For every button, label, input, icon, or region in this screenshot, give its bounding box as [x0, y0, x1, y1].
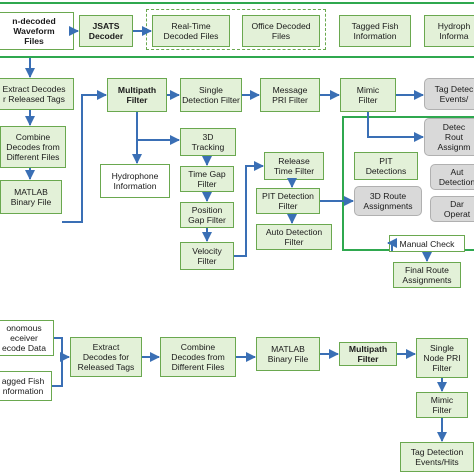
message-pri-filter-box: Message PRI Filter	[260, 78, 320, 112]
hydrophone-information-box: Hydrophone Information	[100, 164, 170, 198]
extract-decodes-box: Extract Decodes r Released Tags	[0, 78, 74, 110]
3d-route-assignments-box: 3D Route Assignments	[354, 186, 422, 216]
position-gap-filter-box: Position Gap Filter	[180, 202, 234, 228]
tagged-fish-information-box: agged Fish nformation	[0, 371, 52, 401]
3d-tracking-box: 3D Tracking	[180, 128, 236, 156]
matlab-binary-file-box: MATLAB Binary File	[256, 337, 320, 371]
auto-detection-filter-box: Auto Detection Filter	[256, 224, 332, 250]
pit-detection-filter-box: PIT Detection Filter	[256, 188, 320, 214]
arrow-auto-extract	[54, 337, 70, 362]
undecoded-waveform-files: n-decoded Waveform Files	[0, 12, 74, 50]
mimic-filter-2-box: Mimic Filter	[416, 392, 468, 418]
dam-operations-box: Dar Operat	[430, 196, 474, 222]
arrow-frame-manual	[387, 238, 397, 251]
velocity-filter-box: Velocity Filter	[180, 242, 234, 270]
tag-detection-events-box: Tag Detec Events/	[424, 78, 474, 110]
office-decoded-files: Office Decoded Files	[242, 15, 320, 47]
multipath-filter-box: Multipath Filter	[107, 78, 167, 112]
multipath-filter-2-box: Multipath Filter	[339, 342, 397, 366]
arrow-mimic-detectroute	[367, 112, 424, 142]
single-node-pri-filter-box: Single Node PRI Filter	[416, 338, 468, 378]
tag-detection-events-hits-box: Tag Detection Events/Hits	[400, 442, 474, 472]
tagged-fish-information: Tagged Fish Information	[339, 15, 411, 47]
auto-detection-box: Aut Detection	[430, 164, 474, 190]
pit-detections-box: PIT Detections	[354, 152, 418, 180]
jsats-decoder: JSATS Decoder	[79, 15, 133, 47]
top-frame	[0, 2, 474, 58]
hydrophone-information-top: Hydroph Informa	[424, 15, 474, 47]
autonomous-receiver-box: onomous eceiver ecode Data	[0, 320, 54, 356]
extract-decodes-released-box: Extract Decodes for Released Tags	[70, 337, 142, 377]
combine-decodes-different-box: Combine Decodes from Different Files	[160, 337, 236, 377]
mimic-filter-box: Mimic Filter	[340, 78, 396, 112]
arrow-tagged-extract	[52, 357, 63, 387]
single-detection-filter-box: Single Detection Filter	[180, 78, 242, 112]
manual-check-box: Manual Check	[389, 235, 465, 252]
combine-decodes-box: Combine Decodes from Different Files	[0, 126, 66, 168]
arrow-matlab-multipath	[62, 90, 107, 223]
final-route-assignments-box: Final Route Assignments	[393, 262, 461, 288]
detection-route-assignments-box: Detec Rout Assignm	[424, 118, 474, 156]
realtime-decoded-files: Real-Time Decoded Files	[152, 15, 230, 47]
arrow-velocity-release	[234, 161, 264, 257]
matlab-binary-box: MATLAB Binary File	[0, 180, 62, 214]
time-gap-filter-box: Time Gap Filter	[180, 166, 234, 192]
